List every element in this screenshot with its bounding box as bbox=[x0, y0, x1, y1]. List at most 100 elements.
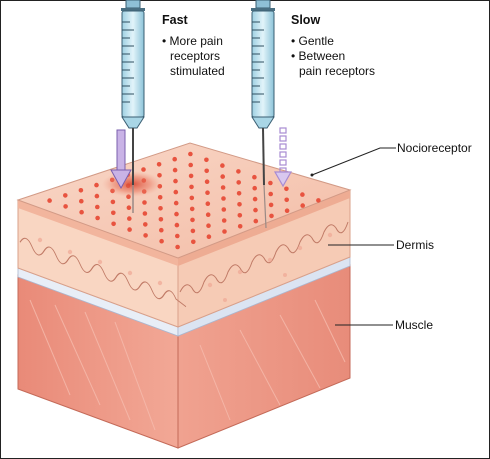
dermal-papillae-side bbox=[179, 221, 349, 294]
receptor-dot bbox=[236, 180, 241, 185]
slow-needle-track bbox=[263, 184, 267, 229]
receptor-dot bbox=[190, 228, 196, 234]
receptor-dot bbox=[95, 204, 100, 210]
receptor-dot bbox=[79, 198, 84, 204]
receptor-dot bbox=[175, 244, 180, 250]
receptor-dot bbox=[142, 200, 147, 205]
receptor-dot bbox=[143, 233, 148, 238]
receptor-dot bbox=[143, 222, 148, 227]
receptor-dot bbox=[237, 213, 243, 218]
receptor-dot bbox=[204, 168, 209, 174]
receptor-dot bbox=[175, 233, 180, 239]
dermis-receptor-dots bbox=[37, 232, 333, 302]
receptor-dot bbox=[284, 197, 290, 203]
receptor-dot bbox=[268, 191, 274, 197]
receptor-dot bbox=[157, 173, 162, 178]
receptor-dot bbox=[110, 199, 116, 205]
receptor-dot bbox=[156, 162, 162, 167]
receptor-dot bbox=[252, 185, 257, 191]
dermal-papillae-front bbox=[19, 237, 187, 308]
fast-bullet-line-3: stimulated bbox=[170, 64, 225, 78]
receptor-dot bbox=[173, 200, 179, 206]
receptor-dot bbox=[188, 162, 193, 168]
label-nocioreceptor: Nocioreceptor bbox=[397, 141, 472, 155]
receptor-dot bbox=[268, 180, 273, 186]
receptor-dot bbox=[172, 167, 178, 173]
label-muscle: Muscle bbox=[395, 318, 433, 332]
receptor-dot bbox=[206, 223, 211, 228]
receptor-dot bbox=[141, 167, 146, 172]
receptor-dot bbox=[63, 204, 68, 209]
muscle-fibers bbox=[29, 299, 346, 431]
receptor-dot bbox=[236, 169, 241, 174]
receptor-dot bbox=[47, 198, 52, 203]
receptor-dot bbox=[95, 215, 100, 221]
receptor-dot bbox=[63, 193, 68, 198]
receptor-dot bbox=[157, 195, 163, 200]
receptor-dot bbox=[205, 190, 210, 195]
receptor-dot bbox=[205, 212, 211, 217]
slow-bullet-line-3: pain receptors bbox=[299, 64, 375, 78]
slow-bullet-line-2: • Between bbox=[291, 49, 345, 63]
slow-bullet-line-1: • Gentle bbox=[291, 34, 334, 48]
receptor-dot bbox=[126, 205, 132, 210]
receptor-dot bbox=[158, 206, 163, 211]
receptor-dot bbox=[189, 184, 194, 190]
receptor-dot bbox=[284, 186, 289, 192]
epidermis-side-band bbox=[178, 190, 350, 266]
nocioreceptor-leader-dot bbox=[310, 173, 314, 177]
slow-title: Slow bbox=[291, 13, 320, 27]
receptor-dot bbox=[221, 196, 226, 201]
receptor-dot bbox=[316, 198, 321, 203]
receptor-dot bbox=[189, 195, 195, 201]
receptor-dot bbox=[252, 174, 257, 180]
receptor-dot bbox=[221, 207, 227, 212]
receptor-dot bbox=[94, 193, 100, 199]
receptor-dot bbox=[205, 201, 211, 206]
fast-syringe bbox=[121, 0, 145, 185]
receptor-dot bbox=[111, 210, 116, 216]
receptor-dot bbox=[221, 218, 227, 223]
receptor-dot bbox=[253, 218, 259, 224]
receptor-dot bbox=[269, 213, 274, 219]
receptor-dot bbox=[190, 217, 195, 223]
receptor-dot bbox=[159, 238, 164, 244]
receptor-dot bbox=[173, 189, 179, 195]
receptor-dot bbox=[300, 192, 305, 197]
receptor-dot bbox=[158, 217, 164, 222]
receptor-dot bbox=[237, 224, 243, 229]
receptor-dot bbox=[204, 157, 209, 163]
receptor-dot bbox=[174, 211, 179, 217]
receptor-dot bbox=[94, 182, 99, 188]
receptor-dot bbox=[189, 206, 195, 212]
receptor-dot bbox=[253, 207, 258, 213]
receptor-dot bbox=[188, 151, 193, 157]
slow-syringe bbox=[251, 0, 275, 186]
receptor-dot bbox=[173, 178, 178, 184]
receptor-dot bbox=[127, 216, 132, 221]
receptor-dot bbox=[159, 227, 164, 233]
slow-arrow-dashed bbox=[273, 127, 293, 188]
receptor-dot bbox=[300, 203, 306, 208]
epidermis-front-band bbox=[18, 200, 178, 266]
receptor-dot bbox=[172, 156, 177, 162]
receptor-dot bbox=[204, 179, 210, 184]
fast-title: Fast bbox=[162, 13, 189, 27]
label-dermis: Dermis bbox=[396, 238, 434, 252]
receptor-dot bbox=[78, 188, 84, 193]
fast-arrow bbox=[110, 129, 132, 190]
receptor-dot bbox=[220, 163, 225, 168]
fast-bullet-line-1: • More pain bbox=[162, 34, 223, 48]
receptor-dot bbox=[188, 173, 194, 179]
receptor-dot bbox=[220, 174, 225, 179]
receptor-dot bbox=[79, 209, 84, 215]
receptor-dot bbox=[268, 202, 274, 208]
receptor-dot bbox=[220, 185, 226, 190]
receptor-dot bbox=[174, 222, 180, 228]
receptor-dot bbox=[191, 239, 196, 245]
receptor-dot bbox=[127, 227, 132, 232]
receptor-dot bbox=[111, 221, 116, 227]
receptor-dot bbox=[236, 191, 242, 196]
